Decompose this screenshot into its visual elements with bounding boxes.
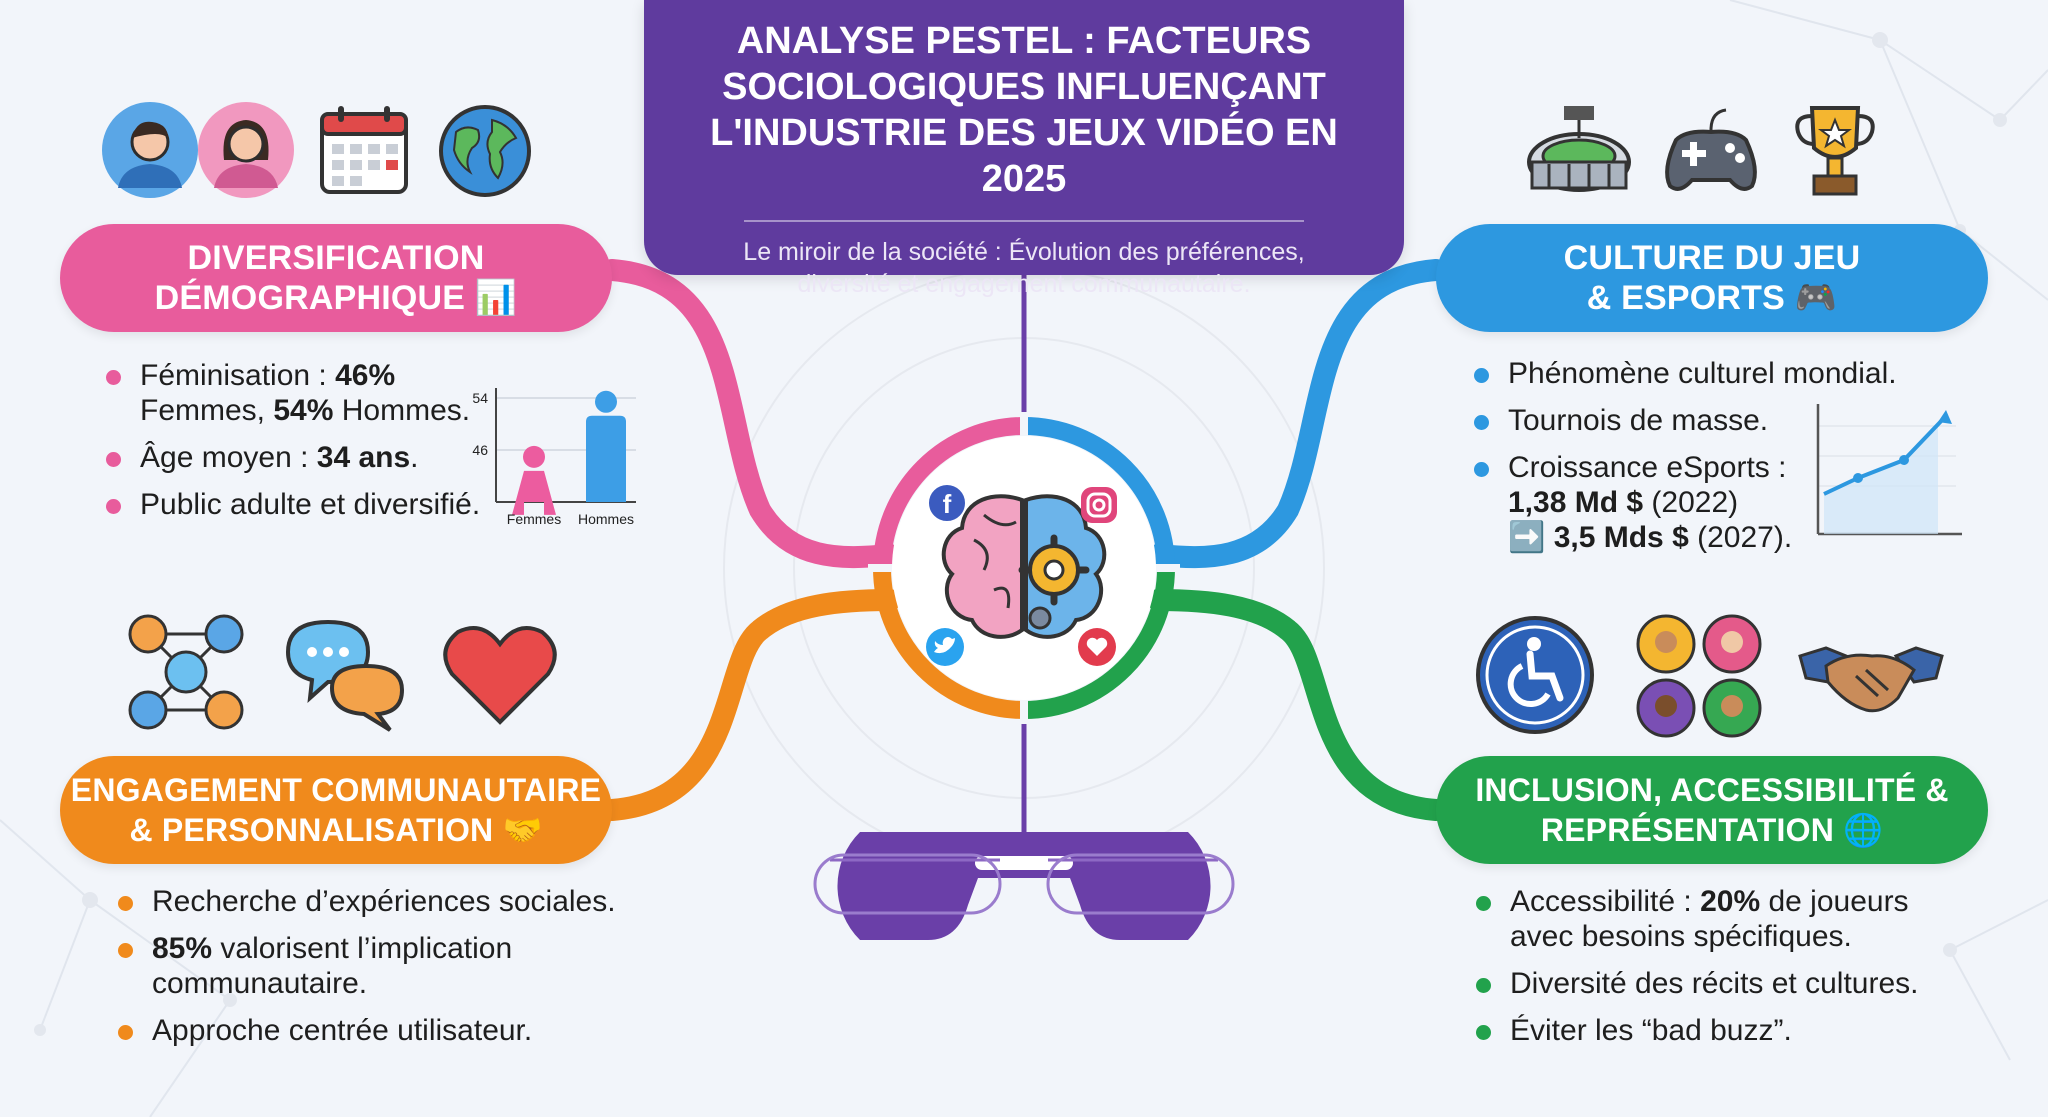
globe-emoji-icon: 🌐 <box>1843 812 1884 848</box>
demographic-bullets: Féminisation : 46%Femmes, 54% Hommes. Âg… <box>104 358 484 534</box>
culture-bullets: Phénomène culturel mondial. Tournois de … <box>1472 356 1932 567</box>
facebook-icon: f <box>927 483 967 523</box>
woman-avatar-icon <box>198 102 294 198</box>
heart-like-icon <box>1078 628 1116 666</box>
bullet-dot <box>106 370 121 385</box>
network-people-icon <box>128 614 244 730</box>
arrow-right-icon: ➡️ <box>1508 521 1546 554</box>
list-item: Recherche d’expériences sociales. <box>116 884 636 919</box>
heart-icon <box>443 626 557 725</box>
handshake-emoji-icon: 🤝 <box>502 812 543 848</box>
bar-hommes <box>586 390 626 502</box>
list-item: Tournois de masse. <box>1472 403 1932 438</box>
bullet-dot <box>118 1025 133 1040</box>
bullet-dot <box>1476 1025 1491 1040</box>
section-engagement-title: ENGAGEMENT COMMUNAUTAIRE & PERSONNALISAT… <box>60 756 612 864</box>
handshake-icon <box>1798 646 1944 713</box>
instagram-icon <box>1081 487 1117 523</box>
list-item: Approche centrée utilisateur. <box>116 1013 636 1048</box>
y-tick-label: 54 <box>472 390 488 406</box>
bar-femmes <box>512 445 556 515</box>
bullet-dot <box>106 499 121 514</box>
list-item: Âge moyen : 34 ans. <box>104 440 484 475</box>
gamepad-emoji-icon: 🎮 <box>1794 279 1838 317</box>
list-item: Diversité des récits et cultures. <box>1474 966 1994 1001</box>
list-item: Féminisation : 46%Femmes, 54% Hommes. <box>104 358 484 428</box>
bottom-tray <box>837 832 1211 940</box>
brain-gear-icon <box>941 494 1107 639</box>
chat-bubbles-icon <box>285 619 405 732</box>
title-divider <box>744 220 1304 222</box>
page-subtitle: Le miroir de la société : Évolution des … <box>743 238 1305 298</box>
trophy-icon <box>1795 106 1875 196</box>
list-item: Phénomène culturel mondial. <box>1472 356 1932 391</box>
page-title: ANALYSE PESTEL : FACTEURS SOCIOLOGIQUES … <box>710 20 1338 200</box>
list-item: Public adulte et diversifié. <box>104 487 484 522</box>
gamepad-icon <box>1665 108 1757 191</box>
title-box: ANALYSE PESTEL : FACTEURS SOCIOLOGIQUES … <box>644 0 1404 298</box>
bullet-dot <box>118 896 133 911</box>
list-item: Éviter les “bad buzz”. <box>1474 1013 1994 1048</box>
bullet-dot <box>106 452 121 467</box>
calendar-icon <box>320 106 408 194</box>
accessibility-icon <box>1476 616 1594 734</box>
bar-chart-emoji-icon: 📊 <box>474 279 518 317</box>
bullet-dot <box>1474 368 1489 383</box>
section-inclusion-title: INCLUSION, ACCESSIBILITÉ & REPRÉSENTATIO… <box>1436 756 1988 864</box>
bullet-dot <box>1476 896 1491 911</box>
bullet-dot <box>1476 978 1491 993</box>
bullet-dot <box>1474 462 1489 477</box>
svg-text:f: f <box>943 489 952 519</box>
y-tick-label: 46 <box>472 442 488 458</box>
stadium-icon <box>1527 106 1631 192</box>
bullet-dot <box>1474 415 1489 430</box>
twitter-icon <box>926 628 964 666</box>
bullet-dot <box>118 943 133 958</box>
globe-icon <box>439 105 531 197</box>
growth-line-chart-icon <box>1816 404 1962 536</box>
engagement-bullets: Recherche d’expériences sociales. 85% va… <box>116 884 636 1060</box>
man-avatar-icon <box>102 102 198 198</box>
section-demographic-title: DIVERSIFICATION DÉMOGRAPHIQUE 📊 <box>60 224 612 332</box>
section-culture-title: CULTURE DU JEU & ESPORTS 🎮 <box>1436 224 1988 332</box>
list-item: Croissance eSports :1,38 Md $ (2022)➡️ 3… <box>1472 450 1932 555</box>
gender-bar-chart: 54 46 Femmes Hommes <box>472 388 636 527</box>
diverse-people-icon <box>1636 614 1762 738</box>
x-tick-label: Hommes <box>578 511 634 527</box>
x-tick-label: Femmes <box>507 511 561 527</box>
